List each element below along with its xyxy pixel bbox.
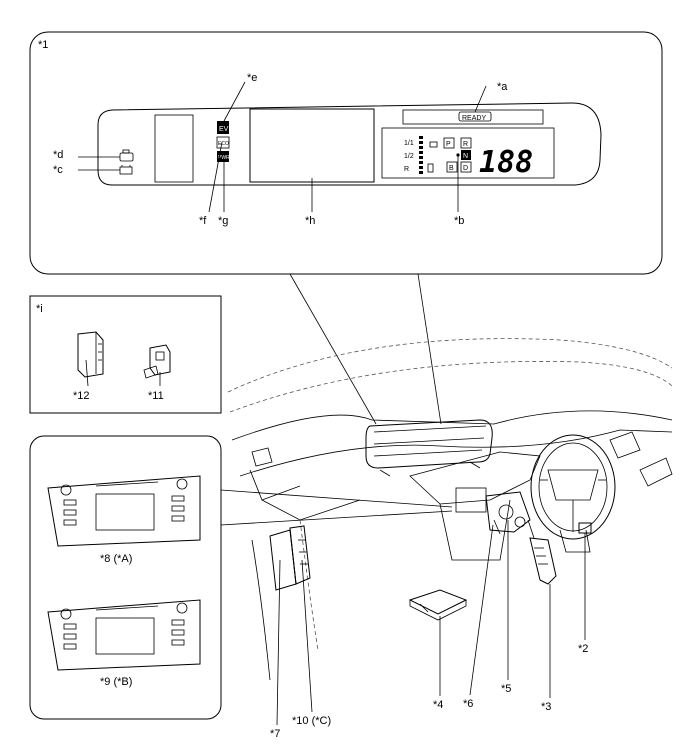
callout-6: *6: [463, 698, 473, 710]
eco-mode-indicator: ECO: [216, 136, 230, 149]
audio-panel-frame: [29, 435, 222, 720]
fuel-half-label: 1/2: [404, 153, 414, 160]
audio-projection-bottom: [220, 510, 453, 526]
gear-b-box: B: [446, 161, 458, 173]
callout-4: *4: [433, 699, 443, 711]
part-11-bracket-switch: [143, 344, 171, 379]
meter-panel-frame: [29, 31, 663, 275]
battery-icon: [119, 165, 133, 175]
meter-housing: [97, 102, 602, 186]
svg-text:EV: EV: [219, 126, 229, 133]
projection-line-left: [289, 273, 377, 425]
audio-units-panel: *8 (*A) *9 (*B): [29, 435, 222, 720]
callout-7: *7: [270, 728, 280, 740]
callout-g: *g: [218, 215, 228, 227]
svg-text:R: R: [463, 141, 468, 148]
switches-panel: *i *12 *11: [29, 295, 222, 414]
multi-information-display: [249, 108, 375, 183]
callout-10: *10 (*C): [292, 715, 331, 727]
ready-text: READY: [462, 115, 486, 122]
speed-lcd: [381, 127, 555, 179]
callout-12: *12: [73, 390, 90, 402]
left-display-window: [154, 114, 194, 183]
fuel-r-label: R: [404, 166, 409, 173]
fuel-pump-icon: [427, 163, 434, 173]
projection-line-right: [417, 273, 442, 425]
part-12-switch-module: [77, 331, 104, 378]
steering-wheel: [530, 434, 616, 540]
gear-d-box: D: [460, 161, 472, 173]
callout-h: *h: [305, 215, 315, 227]
switches-panel-frame: [29, 295, 222, 414]
callout-9: *9 (*B): [100, 676, 132, 688]
gear-r-box: R: [460, 137, 472, 149]
svg-text:N: N: [463, 153, 468, 160]
part-7-unit: [269, 529, 297, 591]
fuel-gauge-bars: [419, 136, 423, 174]
dashboard-illustration: *2 *3 *6 *5 *4: [227, 338, 673, 740]
svg-text:PWR: PWR: [218, 155, 230, 161]
gear-n-box: N: [461, 150, 471, 160]
callout-8: *8 (*A): [100, 553, 132, 565]
callout-b: *b: [454, 215, 464, 227]
callout-c: *c: [53, 164, 63, 176]
callout-2: *2: [578, 643, 588, 655]
dashboard-audio-slot: [455, 487, 487, 513]
part-4-control-module: [408, 589, 468, 621]
combination-meter-panel: *1 EV ECO PWR: [29, 31, 663, 275]
part-3-accelerator-pedal: [527, 519, 557, 585]
callout-11: *11: [148, 390, 164, 402]
check-engine-icon: [119, 149, 134, 162]
svg-text:D: D: [463, 165, 468, 172]
part-10-unit: [289, 525, 311, 585]
callout-3: *3: [541, 701, 551, 713]
part-8-navigation-receiver: [47, 475, 201, 547]
part-9-radio-receiver: [47, 599, 201, 671]
engine-temp-icon: [429, 141, 438, 148]
callout-e: *e: [247, 72, 257, 84]
callout-d: *d: [53, 149, 63, 161]
callout-5: *5: [501, 683, 511, 695]
svg-text:B: B: [449, 165, 454, 172]
panel-label-1: *1: [38, 39, 48, 51]
gear-p-box: P: [443, 137, 455, 149]
fuel-full-label: 1/1: [404, 140, 414, 147]
svg-text:P: P: [446, 141, 451, 148]
shift-indicator-dot: [456, 153, 460, 157]
callout-i: *i: [36, 303, 43, 315]
svg-text:ECO: ECO: [218, 141, 229, 147]
callout-f: *f: [199, 215, 207, 227]
audio-projection-top: [220, 489, 453, 508]
part-5-6-shift-assembly: [485, 491, 531, 535]
ready-window: [402, 109, 544, 125]
pwr-mode-indicator: PWR: [217, 151, 230, 162]
ev-mode-indicator: EV: [217, 121, 229, 134]
callout-a: *a: [497, 81, 508, 93]
speed-digits: 188: [479, 145, 533, 180]
dashboard-combination-meter: [365, 419, 493, 477]
